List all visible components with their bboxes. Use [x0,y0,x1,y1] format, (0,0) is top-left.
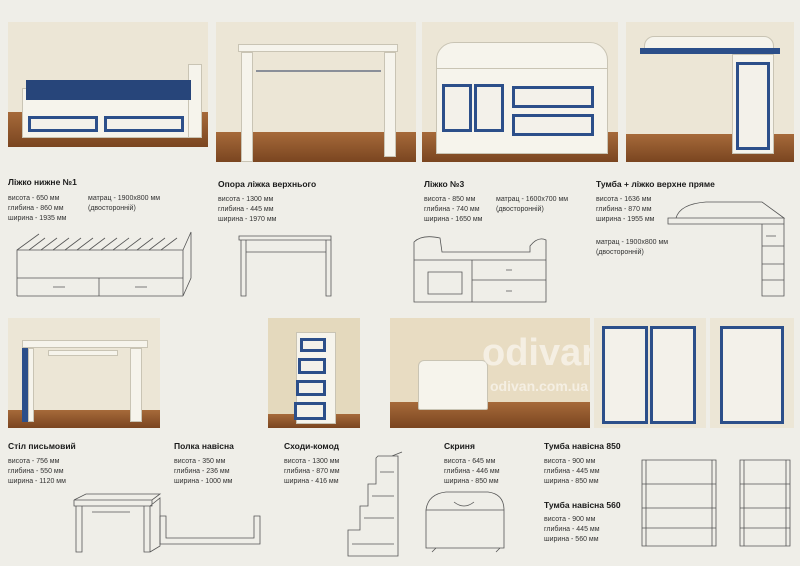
wall850-specs: висота - 900 мм глибина - 445 мм ширина … [544,457,600,487]
photo-desk [8,318,160,428]
spec-depth: глибина - 870 мм [596,206,652,213]
spec-width: ширина - 416 мм [284,478,339,485]
spec-height: висота - 900 мм [544,516,596,523]
cabinet-bed-specs: висота - 1636 мм глибина - 870 мм ширина… [596,195,654,225]
bed3-title: Ліжко №3 [424,179,465,189]
wall850-title: Тумба навісна 850 [544,441,621,451]
photo-bed-lower [8,22,208,147]
chest-specs: висота - 645 мм глибина - 446 мм ширина … [444,457,500,487]
spec-width: ширина - 1935 мм [8,215,67,222]
wall560-title: Тумба навісна 560 [544,500,621,510]
bed3-mattress: матрац - 1600х700 мм (двосторонній) [496,195,568,215]
spec-height: висота - 350 мм [174,458,226,465]
wall560-specs: висота - 900 мм глибина - 445 мм ширина … [544,515,600,545]
photo-cabinet-bed [626,22,794,162]
photo-wall560 [710,318,794,428]
spec-depth: глибина - 445 мм [544,468,600,475]
spec-width: ширина - 1120 мм [8,478,66,485]
support-specs: висота - 1300 мм глибина - 445 мм ширина… [218,195,276,225]
bed3-drawing [413,236,547,303]
spec-depth: глибина - 550 мм [8,468,64,475]
watermark-brand: odivan [482,332,590,374]
photo-stairs [268,318,360,428]
bed-lower-mattress: матрац - 1900х800 мм (двосторонній) [88,194,160,214]
spec-width: ширина - 850 мм [544,478,599,485]
spec-depth: глибина - 446 мм [444,468,500,475]
desk-drawing [73,493,162,553]
bed-lower-specs: висота - 650 мм глибина - 860 мм ширина … [8,194,66,224]
spec-depth: глибина - 870 мм [284,468,340,475]
support-drawing [238,235,332,297]
bed-lower-title: Ліжко нижне №1 [8,177,77,187]
stairs-specs: висота - 1300 мм глибина - 870 мм ширина… [284,457,340,487]
spec-width: ширина - 1650 мм [424,216,483,223]
mattress-note: (двосторонній) [496,206,544,213]
wall850-drawing [641,459,717,547]
spec-height: висота - 900 мм [544,458,596,465]
spec-height: висота - 645 мм [444,458,496,465]
shelf-title: Полка навісна [174,441,234,451]
photo-chest: odivan odivan.com.ua [390,318,590,428]
spec-depth: глибина - 860 мм [8,205,64,212]
bed-lower-drawing [16,231,192,297]
spec-height: висота - 850 мм [424,196,476,203]
spec-depth: глибина - 445 мм [544,526,600,533]
mattress-note: (двосторонній) [88,205,136,212]
mattress-note: (двосторонній) [596,249,644,256]
spec-height: висота - 1636 мм [596,196,652,203]
spec-depth: глибина - 236 мм [174,468,230,475]
spec-width: ширина - 850 мм [444,478,499,485]
photo-support [216,22,416,162]
bed3-specs: висота - 850 мм глибина - 740 мм ширина … [424,195,482,225]
shelf-specs: висота - 350 мм глибина - 236 мм ширина … [174,457,232,487]
wall560-drawing [739,459,791,547]
watermark-url: odivan.com.ua [490,378,589,394]
mattress-size: матрац - 1900х800 мм [88,195,161,202]
spec-width: ширина - 1000 мм [174,478,233,485]
spec-height: висота - 650 мм [8,195,60,202]
spec-width: ширина - 1970 мм [218,216,277,223]
photo-wall850 [594,318,706,428]
mattress-size: матрац - 1900х800 мм [596,239,669,246]
spec-depth: глибина - 740 мм [424,206,480,213]
cabinet-bed-mattress: матрац - 1900х800 мм (двосторонній) [596,238,668,258]
spec-height: висота - 1300 мм [284,458,340,465]
chest-drawing [425,491,505,553]
stairs-drawing [347,451,403,557]
shelf-drawing [159,515,261,545]
spec-height: висота - 1300 мм [218,196,274,203]
spec-height: висота - 756 мм [8,458,60,465]
stairs-title: Сходи-комод [284,441,340,451]
spec-depth: глибина - 445 мм [218,206,274,213]
desk-title: Стіл письмовий [8,441,76,451]
chest-title: Скриня [444,441,475,451]
cabinet-bed-drawing [667,201,786,297]
spec-width: ширина - 1955 мм [596,216,655,223]
support-title: Опора ліжка верхнього [218,179,317,189]
spec-width: ширина - 560 мм [544,536,599,543]
desk-specs: висота - 756 мм глибина - 550 мм ширина … [8,457,66,487]
cabinet-bed-title: Тумба + ліжко верхне пряме [596,179,715,189]
mattress-size: матрац - 1600х700 мм [496,196,569,203]
photo-bed3 [422,22,618,162]
